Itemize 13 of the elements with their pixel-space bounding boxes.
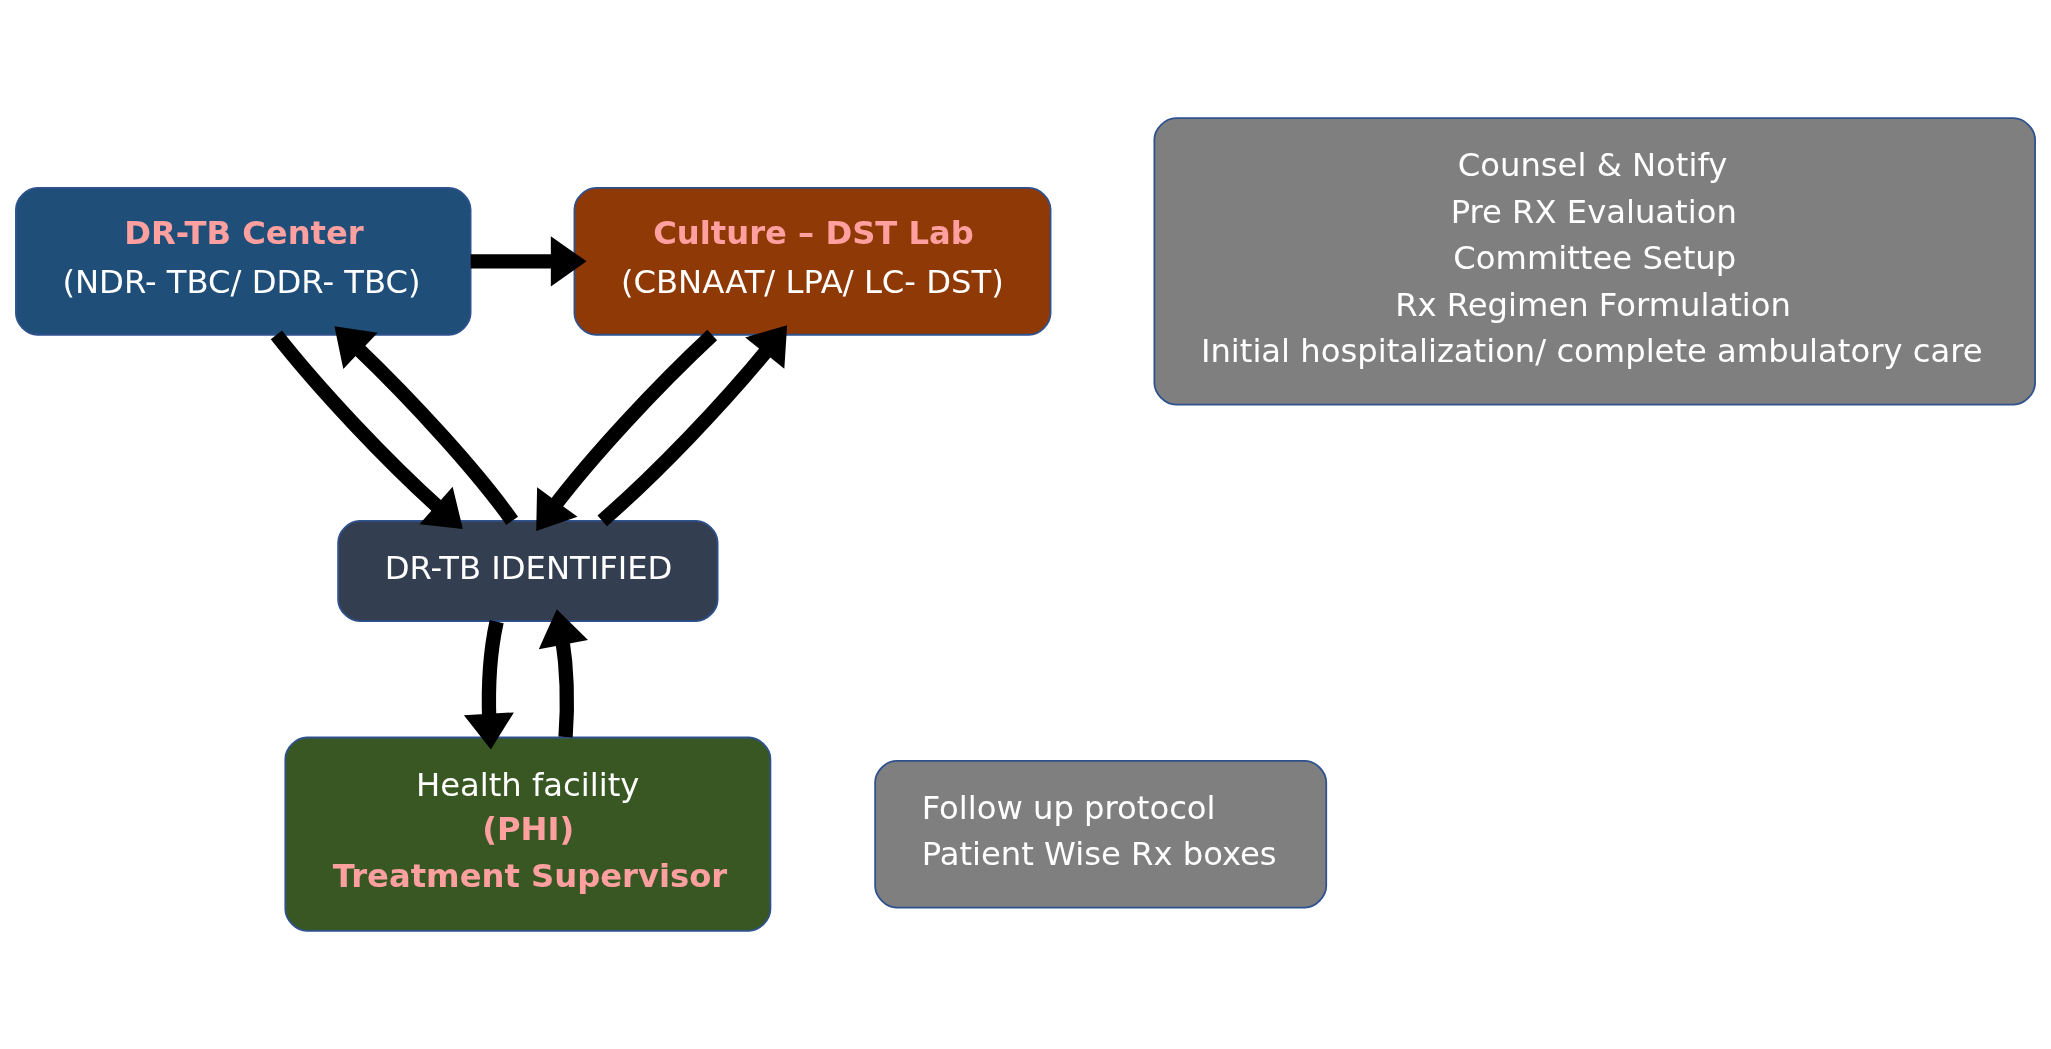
node-box: Health facility (PHI) Treatment Supervisor xyxy=(284,736,772,932)
node-box: Follow up protocol Patient Wise Rx boxes xyxy=(874,759,1328,909)
arrow xyxy=(536,329,718,531)
arrow xyxy=(538,609,588,738)
node-box: DR-TB IDENTIFIED xyxy=(337,520,719,623)
arrow xyxy=(597,325,788,527)
arrow xyxy=(470,236,587,287)
arrow xyxy=(334,326,518,526)
node-box: DR-TB Center (NDR- TBC/ DDR- TBC) xyxy=(15,187,472,336)
node-box: Counsel & Notify Pre RX Evaluation Committee Setup Rx Regimen Formulation Initial hospitalization/ complete ambulatory care xyxy=(1153,117,2036,406)
arrow xyxy=(463,620,514,750)
node-box: Culture – DST Lab (CBNAAT/ LPA/ LC- DST) xyxy=(573,187,1052,336)
arrow xyxy=(270,330,463,530)
